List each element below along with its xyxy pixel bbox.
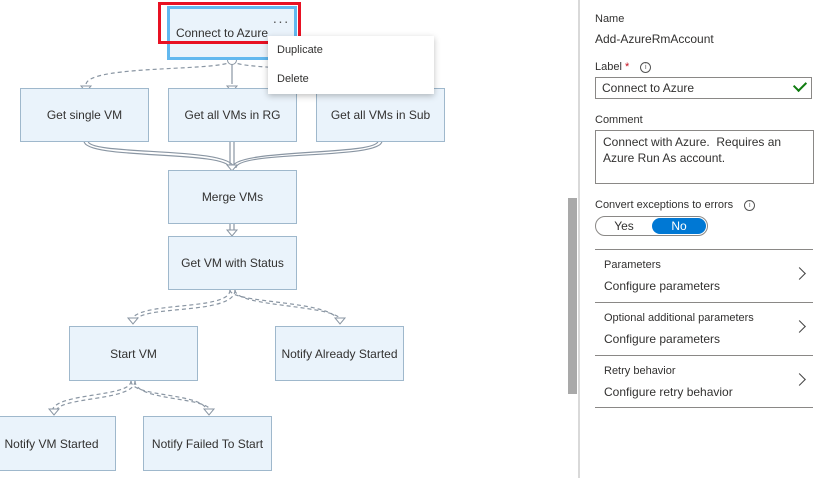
node-get-vm-with-status[interactable]: Get VM with Status: [168, 236, 297, 290]
node-label: Get VM with Status: [181, 256, 284, 270]
more-options-button[interactable]: ···: [272, 13, 290, 29]
label-input-value: Connect to Azure: [602, 81, 695, 95]
node-get-single-vm[interactable]: Get single VM: [20, 88, 149, 142]
node-merge-vms[interactable]: Merge VMs: [168, 170, 297, 224]
connector: [55, 380, 136, 413]
chevron-right-icon: [793, 320, 806, 333]
connector: [234, 289, 343, 323]
connector: [51, 380, 132, 413]
arrow-head: [225, 164, 239, 172]
connector: [231, 140, 379, 169]
node-get-all-vms-in-rg[interactable]: Get all VMs in RG: [168, 88, 297, 142]
runbook-canvas[interactable]: Connect to Azure ··· Get single VM Get a…: [0, 0, 578, 478]
scrollbar-thumb[interactable]: [568, 198, 577, 394]
node-start-vm[interactable]: Start VM: [69, 326, 198, 381]
section-retry-behavior[interactable]: Retry behavior Configure retry behavior: [595, 355, 813, 408]
node-label: Merge VMs: [201, 190, 264, 204]
section-value: Configure parameters: [604, 279, 721, 293]
connector: [235, 140, 383, 169]
node-notify-vm-started[interactable]: Notify VM Started: [0, 416, 116, 471]
label-input[interactable]: Connect to Azure: [595, 77, 812, 99]
node-notify-failed-to-start[interactable]: Notify Failed To Start: [143, 416, 272, 471]
connector: [130, 380, 208, 413]
arrow-head: [225, 229, 239, 237]
arrow-head: [47, 408, 61, 416]
menu-item-duplicate[interactable]: Duplicate: [277, 44, 323, 56]
connector: [134, 380, 212, 413]
node-label: Notify Already Started: [281, 346, 398, 361]
label-field-label-text: Label: [595, 61, 622, 73]
section-value: Configure retry behavior: [604, 385, 733, 399]
node-label: Notify Failed To Start: [151, 436, 264, 451]
section-title: Retry behavior: [604, 365, 676, 377]
connector: [130, 289, 231, 323]
node-label: Notify VM Started: [4, 436, 99, 451]
toggle-no[interactable]: No: [652, 218, 706, 234]
required-marker: *: [624, 61, 630, 73]
section-title: Optional additional parameters: [604, 312, 754, 324]
comment-textarea[interactable]: Connect with Azure. Requires an Azure Ru…: [595, 130, 814, 184]
node-get-all-vms-in-sub[interactable]: Get all VMs in Sub: [316, 88, 445, 142]
chevron-right-icon: [793, 373, 806, 386]
label-field-label: Label * i: [595, 61, 652, 73]
arrow-head: [126, 317, 140, 325]
context-menu: Duplicate Delete: [268, 36, 434, 94]
connector: [134, 289, 236, 323]
properties-panel: Name Add-AzureRmAccount Label * i Connec…: [580, 0, 822, 478]
connector: [87, 140, 235, 169]
connector: [229, 289, 339, 323]
info-icon[interactable]: i: [744, 199, 756, 211]
node-notify-already-started[interactable]: Notify Already Started: [275, 326, 404, 381]
convert-exceptions-toggle[interactable]: Yes No: [595, 216, 708, 236]
node-label: Start VM: [110, 346, 157, 361]
menu-item-delete[interactable]: Delete: [277, 73, 309, 85]
node-label: Get all VMs in RG: [184, 108, 281, 122]
convert-exceptions-text: Convert exceptions to errors: [595, 199, 734, 211]
check-icon: [792, 77, 808, 93]
node-label: Get single VM: [46, 108, 123, 122]
section-parameters[interactable]: Parameters Configure parameters: [595, 249, 813, 302]
panel-divider[interactable]: [578, 0, 580, 478]
convert-exceptions-label: Convert exceptions to errors i: [595, 199, 756, 211]
node-label: Connect to Azure: [175, 26, 269, 40]
connector: [85, 59, 233, 85]
name-value: Add-AzureRmAccount: [595, 32, 714, 46]
node-label: Get all VMs in Sub: [330, 108, 431, 122]
name-label: Name: [595, 13, 625, 25]
section-title: Parameters: [604, 259, 661, 271]
arrow-head: [202, 408, 216, 416]
arrow-head: [333, 317, 347, 325]
comment-label: Comment: [595, 114, 643, 126]
info-icon[interactable]: i: [640, 61, 652, 73]
connector: [83, 140, 231, 169]
section-optional-parameters[interactable]: Optional additional parameters Configure…: [595, 302, 813, 355]
chevron-right-icon: [793, 267, 806, 280]
section-value: Configure parameters: [604, 332, 721, 346]
toggle-yes[interactable]: Yes: [614, 219, 634, 233]
